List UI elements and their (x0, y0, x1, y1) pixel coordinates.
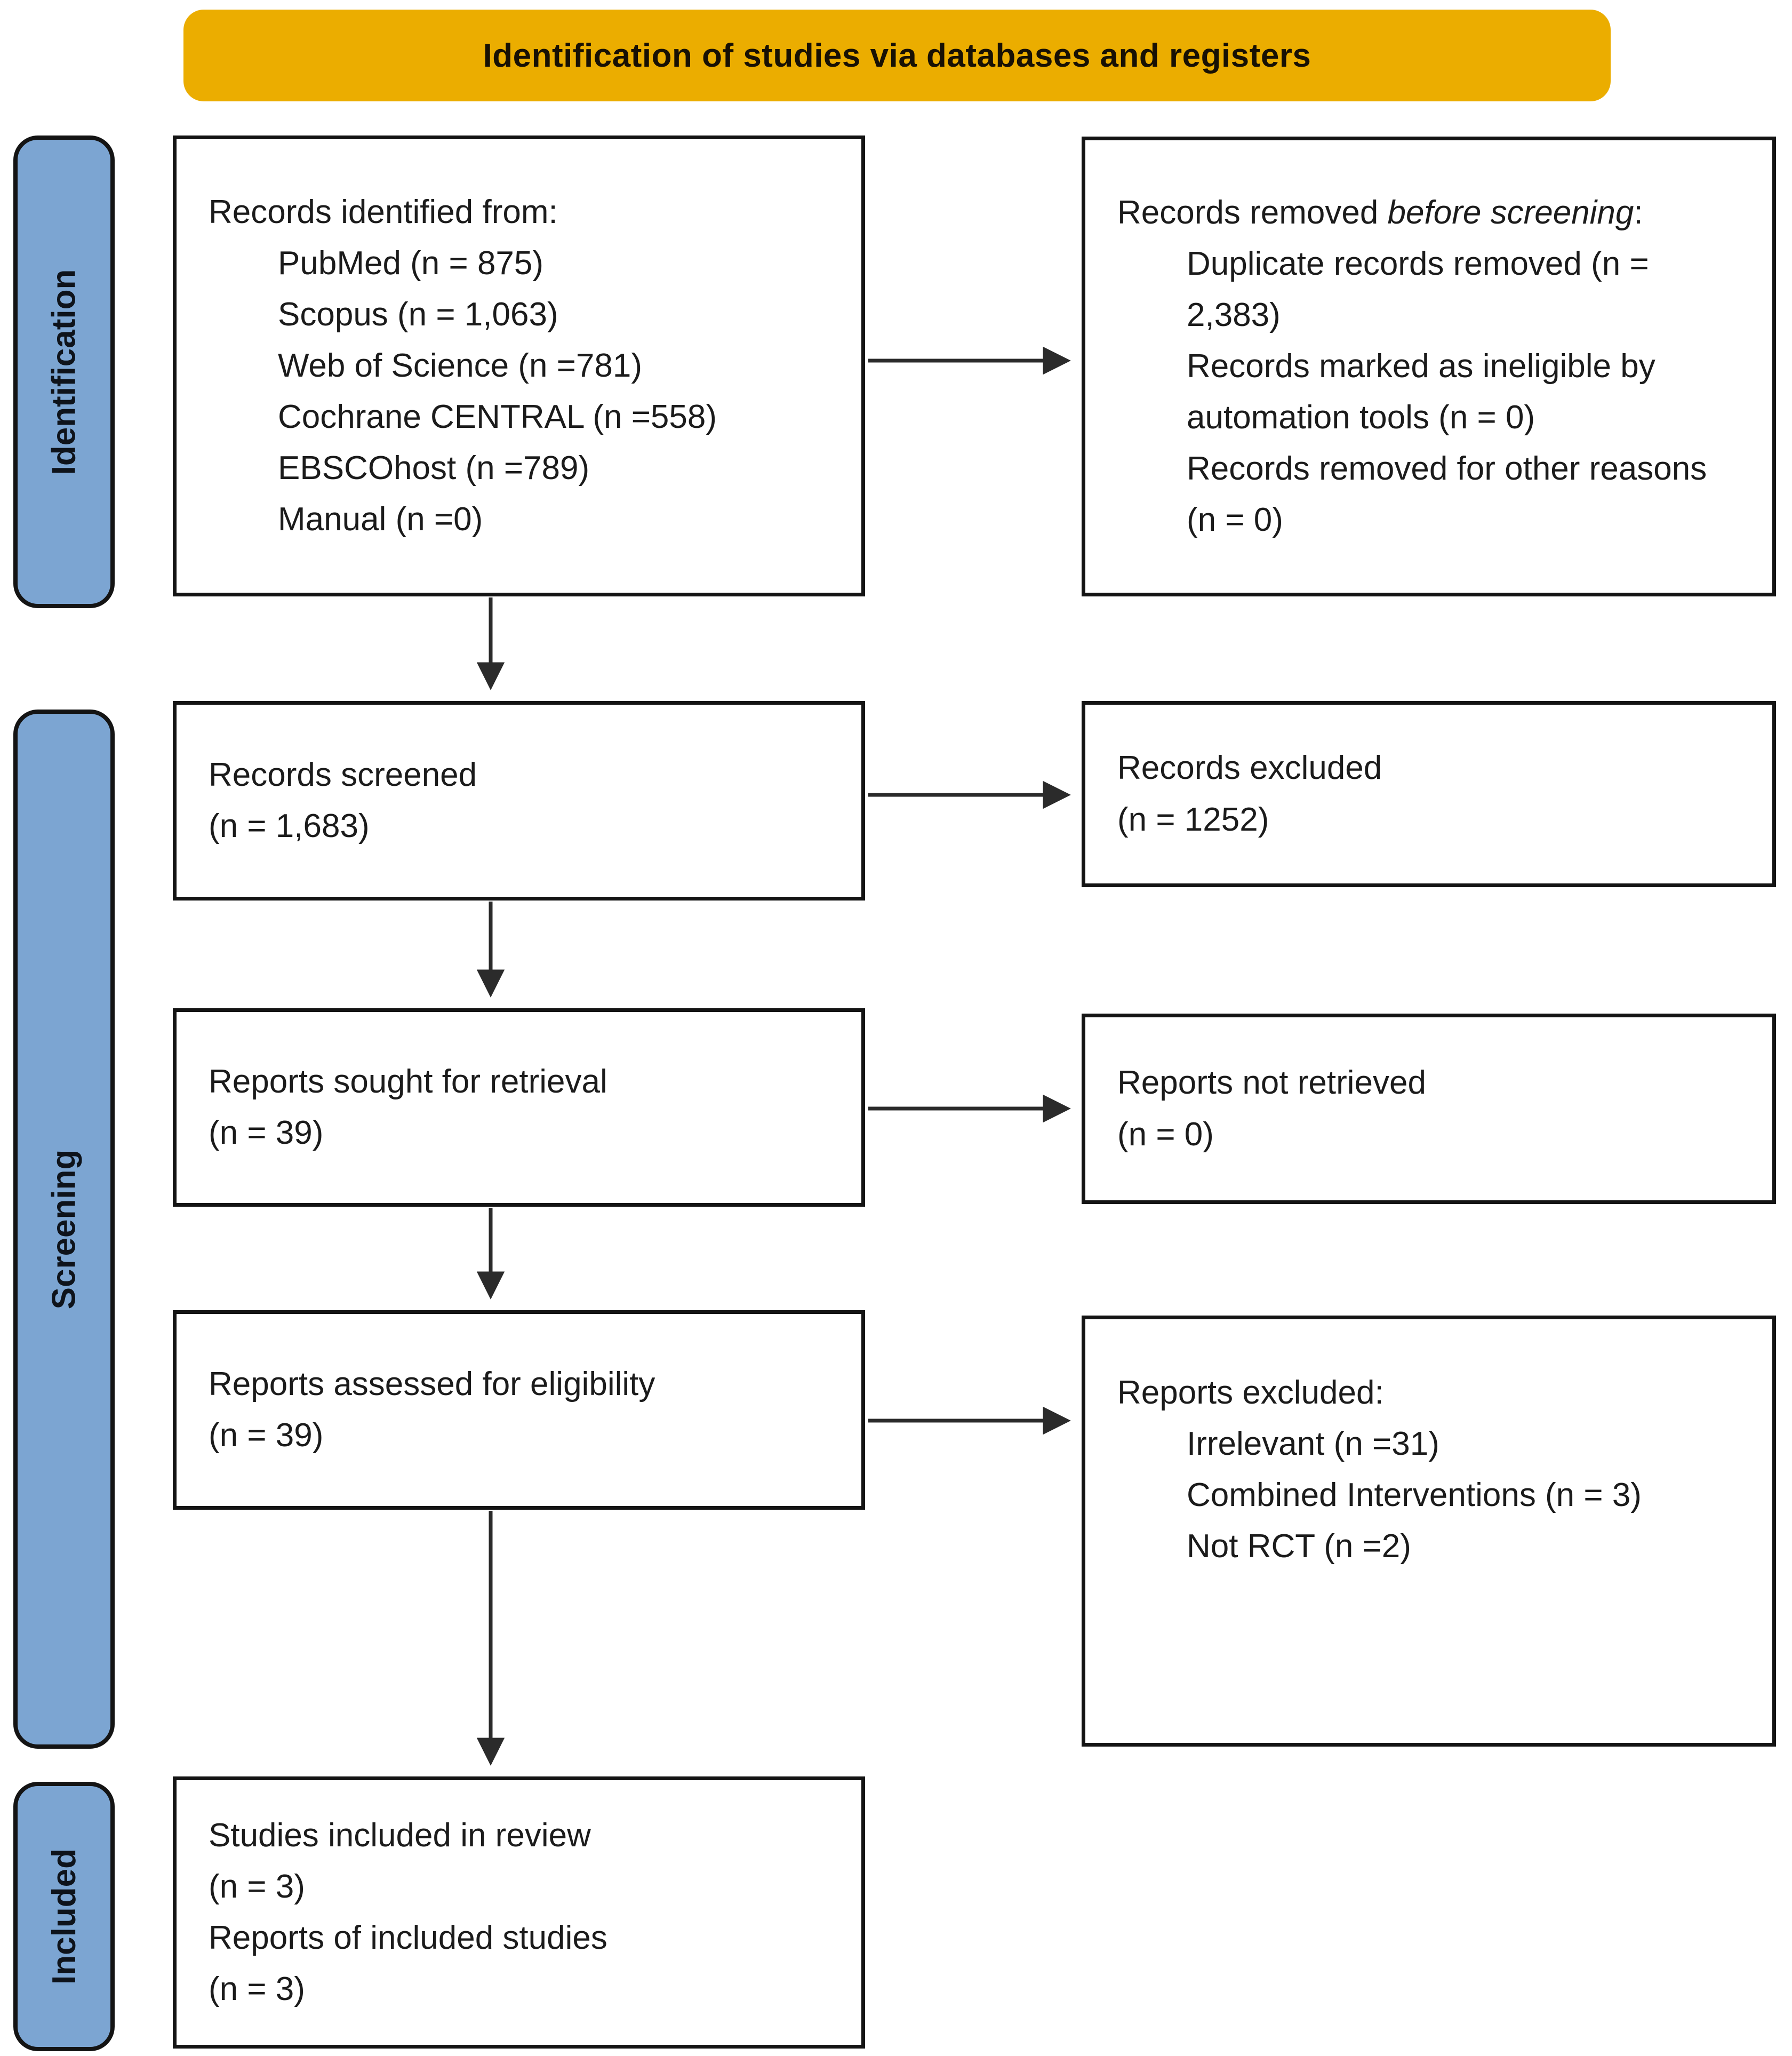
box-reports-not-retrieved-count: (n = 0) (1117, 1115, 1214, 1153)
stage-included: Included (13, 1782, 115, 2051)
box-reports-excluded: Reports excluded: Irrelevant (n =31) Com… (1082, 1316, 1776, 1747)
box-records-identified-item: EBSCOhost (n =789) (278, 450, 590, 487)
box-records-removed-title: Records removed before screening: (1117, 187, 1719, 238)
box-records-screened-line: Records screened (209, 756, 477, 793)
box-reports-excluded-item: Not RCT (n =2) (1187, 1528, 1411, 1565)
box-records-identified-item: Manual (n =0) (278, 501, 483, 538)
box-records-removed-item: Duplicate records removed (n = 2,383) (1187, 245, 1649, 333)
box-reports-assessed-count: (n = 39) (209, 1417, 324, 1454)
box-records-identified-item: Web of Science (n =781) (278, 347, 642, 384)
box-records-removed-title-italic: before screening (1387, 194, 1634, 231)
box-records-screened: Records screened (n = 1,683) (173, 701, 865, 901)
box-records-excluded: Records excluded (n = 1252) (1082, 701, 1776, 887)
box-records-removed-title-prefix: Records removed (1117, 194, 1388, 231)
box-studies-included: Studies included in review (n = 3) Repor… (173, 1776, 865, 2049)
stage-screening-label: Screening (45, 1149, 83, 1309)
box-reports-excluded-item: Combined Interventions (n = 3) (1187, 1477, 1642, 1514)
box-reports-excluded-title: Reports excluded: (1117, 1374, 1384, 1411)
box-records-identified-item: PubMed (n = 875) (278, 244, 544, 282)
box-studies-included-line: Studies included in review (209, 1816, 591, 1854)
box-records-removed-item: Records removed for other reasons (n = 0… (1187, 450, 1707, 539)
stage-identification: Identification (13, 136, 115, 608)
box-records-identified-item: Scopus (n = 1,063) (278, 296, 558, 333)
stage-screening: Screening (13, 710, 115, 1749)
box-records-excluded-line: Records excluded (1117, 750, 1382, 787)
box-reports-sought: Reports sought for retrieval (n = 39) (173, 1008, 865, 1207)
box-studies-included-count: (n = 3) (209, 1868, 305, 1905)
box-studies-included-line: Reports of included studies (209, 1919, 607, 1956)
box-records-identified-item: Cochrane CENTRAL (n =558) (278, 399, 717, 436)
box-records-removed-item: Records marked as ineligible by automati… (1187, 347, 1655, 436)
box-studies-included-count: (n = 3) (209, 1971, 305, 2008)
box-reports-excluded-item: Irrelevant (n =31) (1187, 1425, 1439, 1463)
box-records-removed-title-suffix: : (1634, 194, 1643, 231)
box-reports-not-retrieved: Reports not retrieved (n = 0) (1082, 1014, 1776, 1204)
box-reports-sought-count: (n = 39) (209, 1114, 324, 1151)
box-reports-assessed-line: Reports assessed for eligibility (209, 1365, 655, 1402)
box-records-excluded-count: (n = 1252) (1117, 801, 1269, 838)
box-reports-sought-line: Reports sought for retrieval (209, 1063, 607, 1100)
box-records-screened-count: (n = 1,683) (209, 808, 370, 844)
box-records-removed: Records removed before screening: Duplic… (1082, 137, 1776, 596)
box-records-identified-title: Records identified from: (209, 193, 558, 230)
stage-included-label: Included (45, 1848, 83, 1985)
stage-identification-label: Identification (45, 269, 83, 475)
title-banner: Identification of studies via databases … (183, 10, 1611, 101)
title-banner-label: Identification of studies via databases … (483, 37, 1311, 74)
box-records-identified: Records identified from: PubMed (n = 875… (173, 136, 865, 596)
box-reports-not-retrieved-line: Reports not retrieved (1117, 1064, 1426, 1102)
box-reports-assessed: Reports assessed for eligibility (n = 39… (173, 1310, 865, 1510)
